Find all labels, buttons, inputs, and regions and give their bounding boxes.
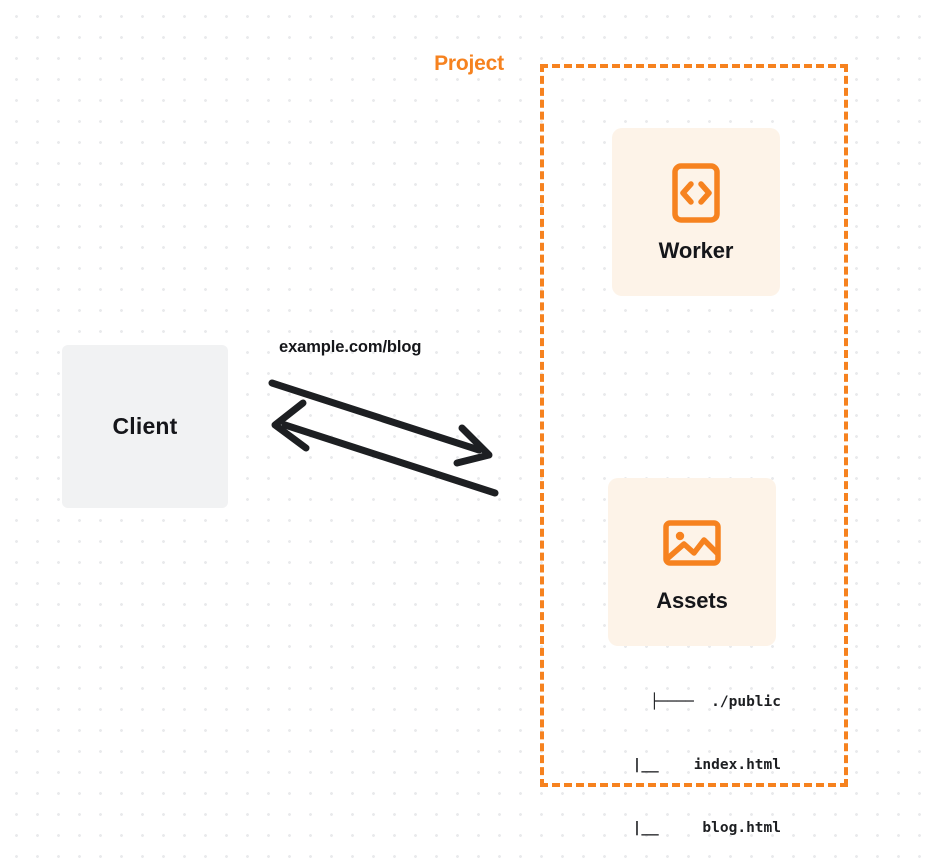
node-assets-label: Assets xyxy=(656,588,728,613)
node-worker[interactable]: Worker xyxy=(612,128,780,296)
file-tree-row: |__ index.html xyxy=(615,757,781,773)
file-tree-row: ├──── ./public xyxy=(650,694,781,710)
node-assets[interactable]: Assets xyxy=(608,478,776,646)
project-boundary xyxy=(540,64,848,787)
node-client[interactable]: Client xyxy=(62,345,228,508)
file-tree-row: |__ blog.html xyxy=(615,820,781,836)
image-icon xyxy=(663,520,721,566)
asset-file-tree: ├──── ./public |__ index.html |__ blog.h… xyxy=(585,650,781,860)
edge-label-request-url: example.com/blog xyxy=(279,338,422,356)
arrow-response-left xyxy=(271,399,499,497)
arrow-request-right xyxy=(268,379,493,467)
project-title: Project xyxy=(427,52,511,76)
node-worker-label: Worker xyxy=(658,238,734,263)
node-client-label: Client xyxy=(112,413,178,439)
code-brackets-icon xyxy=(672,163,720,223)
